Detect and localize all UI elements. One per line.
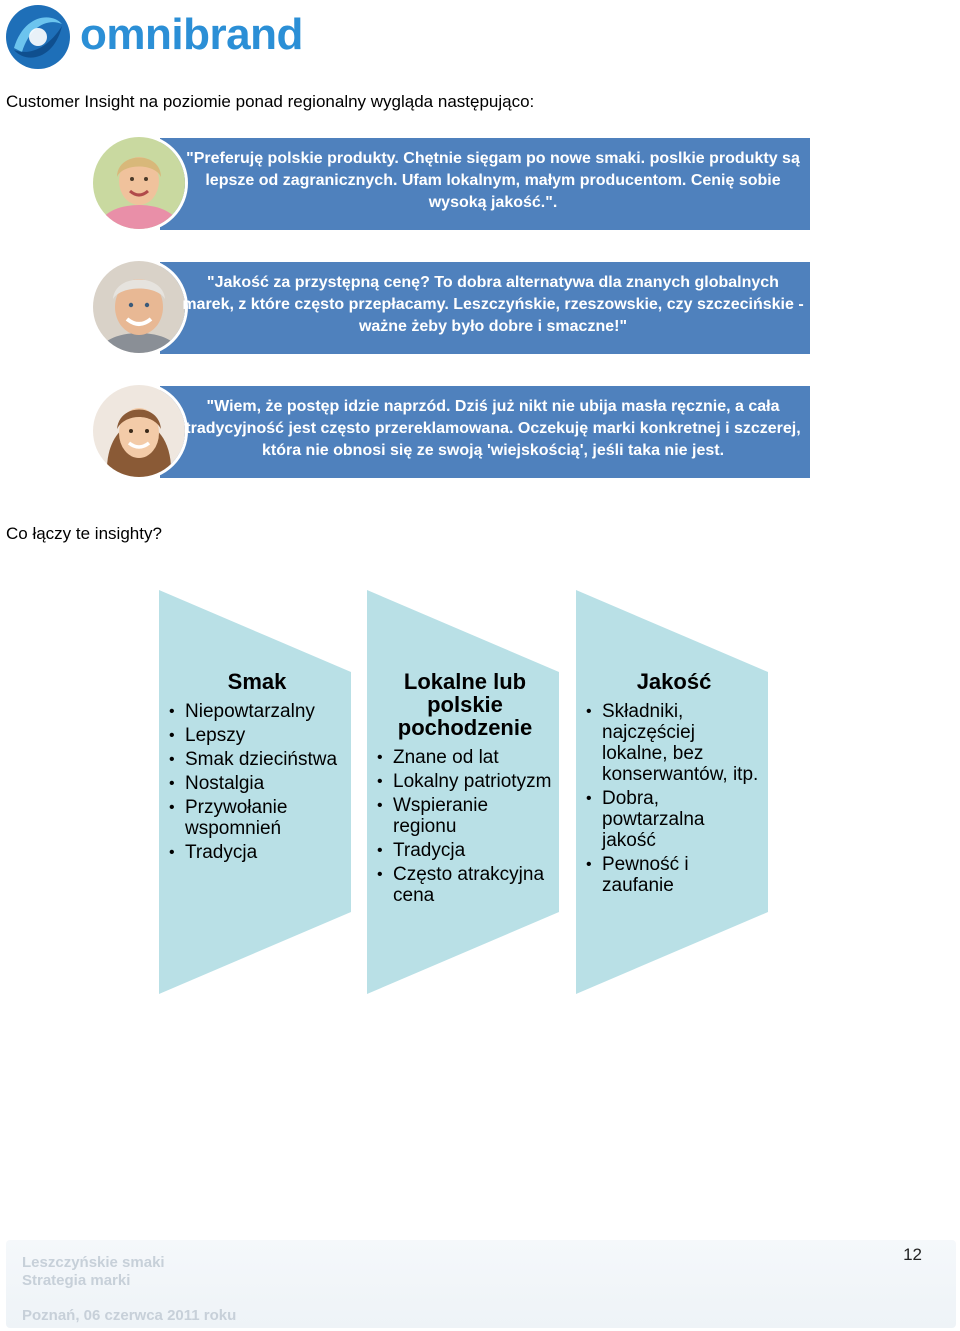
logo-mark-icon (6, 5, 70, 69)
list-item: Smak dzieciństwa (169, 749, 345, 770)
list-item: Niepowtarzalny (169, 701, 345, 722)
list-item: Lokalny patriotyzm (377, 771, 553, 792)
panel-list: Niepowtarzalny Lepszy Smak dzieciństwa N… (169, 701, 345, 863)
page-number: 12 (903, 1245, 922, 1264)
quote-bar (160, 262, 810, 354)
list-item: Pewność i zaufanie (586, 854, 762, 896)
person-portrait-icon (93, 137, 185, 229)
list-item: Nostalgia (169, 773, 345, 794)
list-item: Dobra, powtarzalna jakość (586, 788, 762, 851)
list-item: Znane od lat (377, 747, 553, 768)
intro-text: Customer Insight na poziomie ponad regio… (6, 92, 535, 111)
list-item: Tradycja (169, 842, 345, 863)
chevron-panel-smak: Smak Niepowtarzalny Lepszy Smak dziecińs… (159, 590, 351, 994)
panel-list: Znane od lat Lokalny patriotyzm Wspieran… (377, 747, 553, 906)
avatar-woman-young (90, 382, 188, 480)
list-item: Często atrakcyjna cena (377, 864, 553, 906)
footer-date: Poznań, 06 czerwca 2011 roku (22, 1307, 237, 1324)
quote-banner-2: "Jakość za przystępną cenę? To dobra alt… (90, 258, 812, 356)
person-portrait-icon (93, 385, 185, 477)
panel-list: Składniki, najczęściej lokalne, bez kons… (586, 701, 762, 896)
quote-text: "Jakość za przystępną cenę? To dobra alt… (182, 274, 804, 335)
quote-text: "Wiem, że postęp idzie naprzód. Dziś już… (185, 398, 801, 459)
panel-title: Smak (227, 669, 287, 694)
page-footer: Leszczyńskie smaki Strategia marki Pozna… (6, 1240, 956, 1328)
panel-title: Lokalne lub polskie pochodzenie (397, 669, 533, 740)
quote-text: "Preferuję polskie produkty. Chętnie się… (186, 150, 800, 211)
panel-title: Jakość (636, 669, 712, 694)
quote-bar (160, 386, 810, 478)
logo-wordmark: omnibrand (80, 10, 303, 59)
list-item: Tradycja (377, 840, 553, 861)
list-item: Lepszy (169, 725, 345, 746)
footer-project-name: Leszczyńskie smaki (22, 1254, 165, 1271)
quote-banner-3: "Wiem, że postęp idzie naprzód. Dziś już… (90, 382, 812, 480)
footer-document-title: Strategia marki (22, 1272, 131, 1289)
list-item: Wspieranie regionu (377, 795, 553, 837)
list-item: Przywołanie wspomnień (169, 797, 345, 839)
list-item: Składniki, najczęściej lokalne, bez kons… (586, 701, 762, 785)
chevron-panel-jakosc: Jakość Składniki, najczęściej lokalne, b… (576, 590, 768, 994)
quote-banner-1: "Preferuję polskie produkty. Chętnie się… (90, 134, 812, 232)
chevron-panel-pochodzenie: Lokalne lub polskie pochodzenie Znane od… (367, 590, 559, 994)
avatar-woman-older (90, 134, 188, 232)
quote-bar (160, 138, 810, 230)
question-text: Co łączy te insighty? (6, 524, 162, 543)
person-portrait-icon (93, 261, 185, 353)
avatar-man-older (90, 258, 188, 356)
